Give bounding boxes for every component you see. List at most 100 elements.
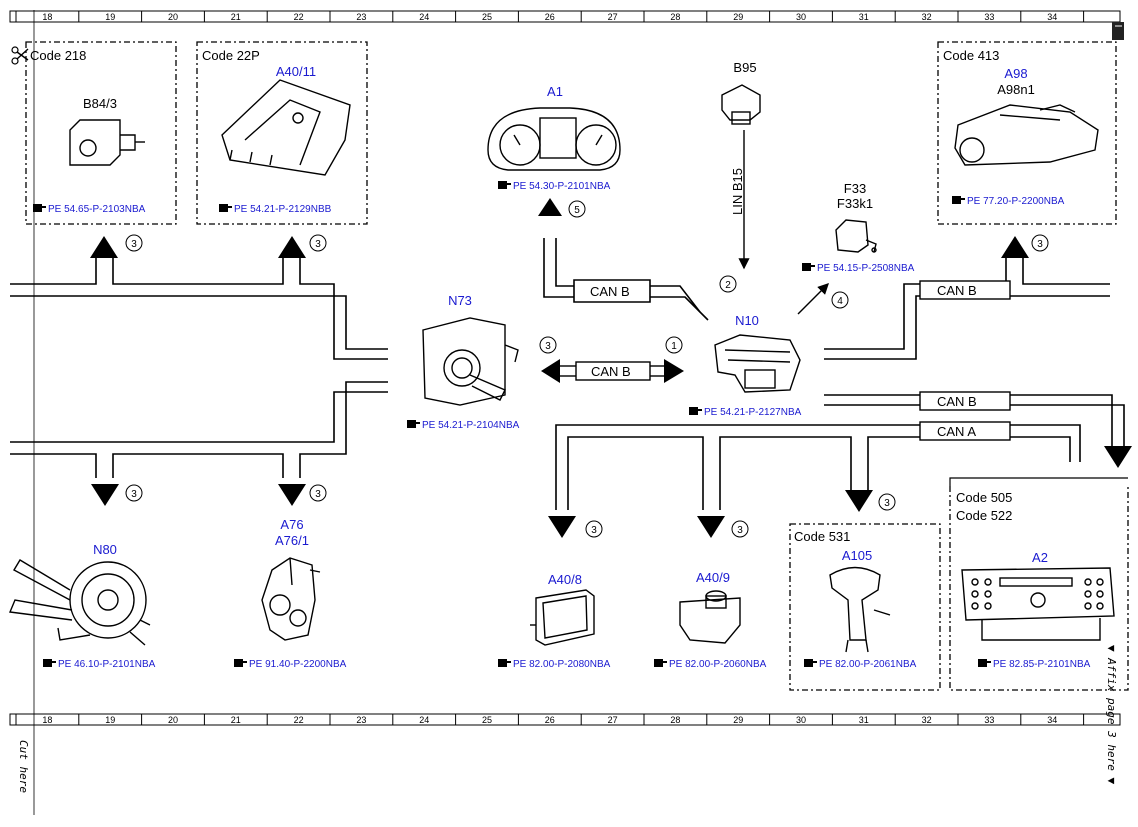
- step-3: 3: [737, 525, 743, 536]
- reference-hand-icon: [689, 407, 702, 415]
- bracket-icon: [221, 79, 351, 176]
- radio-icon: [961, 567, 1115, 641]
- ruler-number: 18: [42, 12, 52, 22]
- reference-hand-icon: [802, 263, 815, 271]
- step-3: 3: [131, 239, 137, 250]
- lin-b15-label: LIN B15: [730, 168, 745, 215]
- belt-tensioner-icon: [261, 557, 321, 641]
- radio-button-knob: [1096, 590, 1104, 598]
- reference-hand-icon: [804, 659, 817, 667]
- code-218-label: Code 218: [30, 48, 86, 63]
- book-icon: [1112, 22, 1124, 40]
- a40-11-ref: PE 54.21-P-2129NBB: [234, 204, 332, 215]
- a76-id: A76: [280, 517, 303, 532]
- reference-hand-icon: [33, 204, 46, 212]
- arrows: [90, 198, 1132, 538]
- ruler-number: 29: [733, 715, 743, 725]
- ruler-number: 22: [294, 715, 304, 725]
- control-module-icon: [714, 334, 801, 393]
- ruler-number: 30: [796, 12, 806, 22]
- step-3: 3: [315, 489, 321, 500]
- reference-hand-icon: [407, 420, 420, 428]
- can-b-label-top: CAN B: [590, 284, 630, 299]
- reference-hand-icon: [43, 659, 56, 667]
- motor-icon: [954, 104, 1099, 166]
- step-5: 5: [574, 205, 580, 216]
- ruler-number: 24: [419, 12, 429, 22]
- a1-id: A1: [547, 84, 563, 99]
- code-413-label: Code 413: [943, 48, 999, 63]
- ruler-number: 26: [545, 715, 555, 725]
- radio-button-knob: [971, 578, 979, 586]
- ruler-number: 25: [482, 715, 492, 725]
- code-531-label: Code 531: [794, 529, 850, 544]
- reference-hand-icon: [654, 659, 667, 667]
- ruler-number: 26: [545, 12, 555, 22]
- step-2: 2: [725, 280, 731, 291]
- reference-hand-icon: [498, 181, 511, 189]
- step-3: 3: [884, 498, 890, 509]
- can-a-label: CAN A: [937, 424, 976, 439]
- ruler-number: 30: [796, 715, 806, 725]
- n73-ref: PE 54.21-P-2104NBA: [422, 420, 520, 431]
- ruler-number: 21: [231, 715, 241, 725]
- camera-icon: [69, 119, 145, 166]
- ruler-number: 19: [105, 715, 115, 725]
- a1-ref: PE 54.30-P-2101NBA: [513, 181, 611, 192]
- a40-11-id: A40/11: [276, 64, 316, 79]
- ruler-number: 25: [482, 12, 492, 22]
- code-22p-label: Code 22P: [202, 48, 260, 63]
- b84-3-id: B84/3: [83, 96, 117, 111]
- n10-id: N10: [735, 313, 759, 328]
- ruler-number: 31: [859, 715, 869, 725]
- cut-here-label: Cut here: [17, 740, 30, 793]
- b84-3-ref: PE 54.65-P-2103NBA: [48, 204, 146, 215]
- n80-ref: PE 46.10-P-2101NBA: [58, 659, 156, 670]
- step-1: 1: [671, 341, 677, 352]
- reference-hand-icon: [219, 204, 232, 212]
- radio-button-knob: [1096, 578, 1104, 586]
- a98-id: A98: [1004, 66, 1027, 81]
- reference-hand-icon: [498, 659, 511, 667]
- step-3: 3: [1037, 239, 1043, 250]
- reference-hand-icon: [952, 196, 965, 204]
- a76-ref: PE 91.40-P-2200NBA: [249, 659, 347, 670]
- n73-id: N73: [448, 293, 472, 308]
- b95-id: B95: [733, 60, 756, 75]
- ruler-number: 20: [168, 12, 178, 22]
- a40-9-ref: PE 82.00-P-2060NBA: [669, 659, 767, 670]
- a105-ref: PE 82.00-P-2061NBA: [819, 659, 917, 670]
- a40-8-id: A40/8: [548, 572, 582, 587]
- ruler-number: 32: [922, 715, 932, 725]
- steering-module-icon: [9, 559, 151, 646]
- ruler-number: 28: [670, 715, 680, 725]
- can-b-middle-box: [575, 361, 651, 381]
- code-522-label: Code 522: [956, 508, 1012, 523]
- radio-button-knob: [984, 602, 992, 610]
- can-b-label-right-top: CAN B: [937, 283, 977, 298]
- radio-button-knob: [1084, 602, 1092, 610]
- ruler-number: 23: [356, 715, 366, 725]
- radio-button-knob: [1096, 602, 1104, 610]
- radio-button-knob: [1084, 590, 1092, 598]
- can-b-right-top-box: [919, 280, 1011, 300]
- ruler-number: 19: [105, 12, 115, 22]
- ruler-number: 31: [859, 12, 869, 22]
- display-icon: [530, 589, 595, 646]
- a98n1-id: A98n1: [997, 82, 1035, 97]
- can-b-label-right: CAN B: [937, 394, 977, 409]
- reference-hand-icon: [234, 659, 247, 667]
- can-b-right-box: [919, 391, 1011, 411]
- affix-page-label: ▼ Affix page 3 here ▼: [1105, 645, 1118, 784]
- controller-icon: [679, 590, 741, 644]
- ruler-number: 20: [168, 715, 178, 725]
- ruler-number: 29: [733, 12, 743, 22]
- step-3: 3: [591, 525, 597, 536]
- ruler-number: 28: [670, 12, 680, 22]
- bus-lines: [10, 238, 1125, 510]
- relay-icon: [835, 219, 877, 253]
- step-4: 4: [837, 296, 843, 307]
- code-531-box: [789, 523, 941, 691]
